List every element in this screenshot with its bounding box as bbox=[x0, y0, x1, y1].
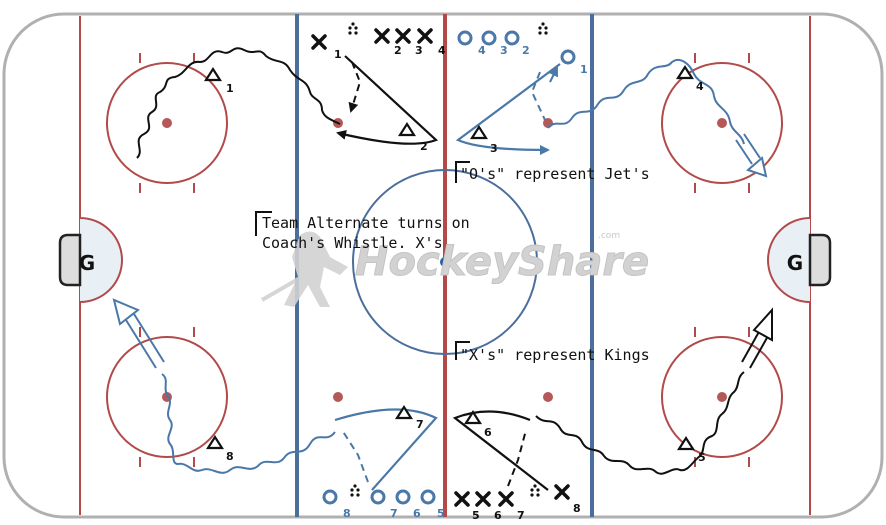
triangle-shooter-top-3 bbox=[469, 124, 489, 140]
o-number-bottom-5: 5 bbox=[437, 507, 445, 520]
blue-line-right bbox=[590, 14, 594, 517]
o-number-top-3: 3 bbox=[500, 44, 508, 57]
x-team-note-text: "X's" represent Kings bbox=[460, 346, 650, 364]
x-number-top-2: 2 bbox=[394, 44, 402, 57]
o-number-bottom-8: 8 bbox=[343, 507, 351, 520]
triangle-shooter-top-4 bbox=[675, 64, 695, 80]
faceoff-circle-bottom-right bbox=[661, 327, 783, 467]
whistle-note: Team Alternate turns on Coach's Whistle.… bbox=[255, 211, 470, 252]
o-arrow-top-short bbox=[548, 66, 558, 83]
x-players-bottom bbox=[454, 484, 570, 507]
o-players-bottom bbox=[322, 489, 436, 505]
o-team-note: "O's" represent Jet's bbox=[455, 161, 650, 183]
shooter-number-top-4: 4 bbox=[696, 80, 704, 93]
goal-net-right bbox=[808, 233, 832, 287]
o-player-top-1 bbox=[560, 49, 576, 65]
x-player-top-1 bbox=[311, 34, 327, 50]
shooter-number-top-1: 1 bbox=[226, 82, 234, 95]
shooter-number-top-3: 3 bbox=[490, 142, 498, 155]
skate-path-top-left bbox=[136, 47, 341, 159]
o-player-top-2 bbox=[504, 30, 520, 46]
faceoff-circle-top-left bbox=[106, 53, 228, 193]
o-player-bottom-5 bbox=[420, 489, 436, 505]
o-pass-top bbox=[455, 63, 561, 155]
o-number-bottom-7: 7 bbox=[390, 507, 398, 520]
neutral-dot-bottom-left bbox=[333, 392, 343, 402]
skate-path-bottom-right bbox=[535, 371, 745, 475]
watermark-suffix: .com bbox=[598, 231, 620, 241]
hollow-arrow-bottom-left bbox=[112, 298, 165, 369]
x-number-bottom-7: 7 bbox=[517, 509, 525, 522]
faceoff-circle-bottom-left bbox=[106, 327, 228, 467]
x-skate-top bbox=[348, 61, 362, 113]
puck-stack-top-right bbox=[538, 22, 548, 35]
x-number-top-3: 3 bbox=[415, 44, 423, 57]
goal-label-right: G bbox=[787, 251, 803, 275]
center-dot bbox=[440, 257, 450, 267]
o-number-bottom-6: 6 bbox=[413, 507, 421, 520]
triangle-shooter-top-1 bbox=[203, 66, 223, 82]
x-number-top-1: 1 bbox=[334, 48, 342, 61]
o-number-top-1: 1 bbox=[580, 63, 588, 76]
neutral-dot-bottom-right bbox=[543, 392, 553, 402]
center-circle bbox=[352, 169, 538, 355]
x-number-top-4: 4 bbox=[438, 44, 446, 57]
hollow-arrow-bottom-right bbox=[741, 307, 773, 369]
o-skate-top bbox=[530, 71, 546, 121]
o-team-note-text: "O's" represent Jet's bbox=[460, 165, 650, 183]
x-pass-top bbox=[336, 55, 439, 145]
whistle-note-line1: Team Alternate turns on bbox=[262, 214, 470, 232]
x-skate-bottom bbox=[507, 429, 527, 487]
o-players-top bbox=[457, 30, 576, 65]
puck-stack-top-left bbox=[348, 22, 358, 35]
x-pass-bottom bbox=[452, 410, 549, 491]
shooter-number-bottom-8: 8 bbox=[226, 450, 234, 463]
shooter-number-bottom-6: 6 bbox=[484, 426, 492, 439]
shooter-number-bottom-7: 7 bbox=[416, 418, 424, 431]
skate-path-top-right bbox=[547, 58, 745, 145]
skate-path-bottom-left bbox=[161, 373, 336, 474]
x-player-top-2 bbox=[374, 28, 390, 44]
whistle-note-line2: Coach's Whistle. X's bbox=[262, 234, 443, 252]
triangle-shooter-bottom-5 bbox=[676, 435, 696, 451]
o-pass-bottom bbox=[334, 408, 438, 491]
puck-stack-bottom-left bbox=[350, 484, 360, 497]
x-number-bottom-6: 6 bbox=[494, 509, 502, 522]
x-team-note: "X's" represent Kings bbox=[455, 341, 650, 364]
goal-crease-right bbox=[767, 217, 811, 303]
x-player-top-4 bbox=[417, 28, 433, 44]
goal-net-left bbox=[58, 233, 82, 287]
shooter-number-bottom-5: 5 bbox=[698, 451, 706, 464]
o-player-bottom-8 bbox=[322, 489, 338, 505]
faceoff-circle-top-right bbox=[661, 53, 783, 193]
o-player-top-4 bbox=[457, 30, 473, 46]
hollow-arrow-top-right bbox=[735, 133, 768, 178]
o-player-top-3 bbox=[481, 30, 497, 46]
o-player-bottom-7 bbox=[370, 489, 386, 505]
puck-stack-bottom-right bbox=[530, 484, 540, 497]
x-number-bottom-5: 5 bbox=[472, 509, 480, 522]
o-skate-bottom bbox=[341, 429, 369, 483]
watermark-text: HockeyShare bbox=[355, 239, 649, 285]
o-number-top-4: 4 bbox=[478, 44, 486, 57]
o-number-top-2: 2 bbox=[522, 44, 530, 57]
shooter-number-top-2: 2 bbox=[420, 140, 428, 153]
x-player-top-3 bbox=[395, 28, 411, 44]
triangle-shooter-top-2 bbox=[397, 121, 417, 137]
goal-crease-left bbox=[79, 217, 123, 303]
triangle-shooter-bottom-6 bbox=[463, 409, 483, 425]
o-player-bottom-6 bbox=[395, 489, 411, 505]
goal-label-left: G bbox=[79, 251, 95, 275]
x-number-bottom-8: 8 bbox=[573, 502, 581, 515]
triangle-shooter-bottom-7 bbox=[394, 404, 414, 420]
triangle-shooter-bottom-8 bbox=[205, 434, 225, 450]
watermark-logo bbox=[260, 231, 348, 307]
